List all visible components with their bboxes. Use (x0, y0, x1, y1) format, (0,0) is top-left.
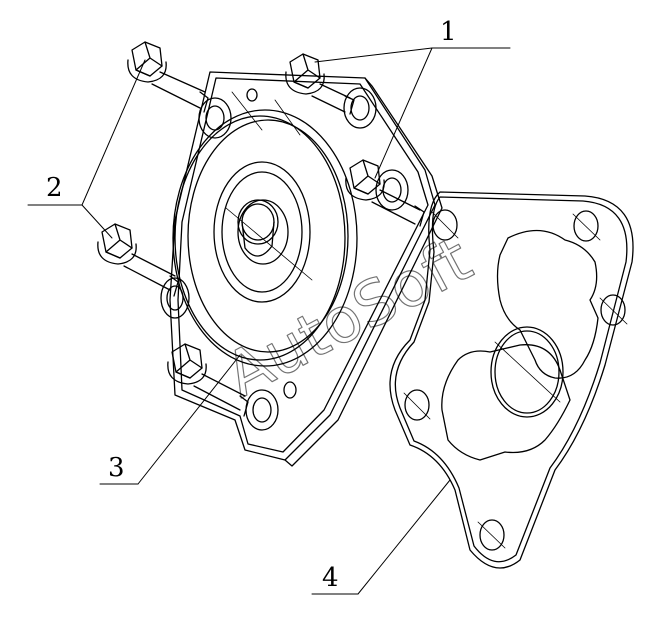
callout-4: 4 (322, 563, 339, 593)
bolt-left-middle (97, 223, 179, 297)
callout-1: 1 (440, 17, 457, 47)
callout-2: 2 (46, 173, 63, 203)
bolt-bottom-left (167, 343, 249, 417)
bolt-right (345, 159, 425, 227)
callout-3: 3 (108, 453, 125, 483)
watermark-text: AutoSoft (214, 222, 483, 411)
pump-body (160, 71, 443, 467)
gasket (389, 191, 634, 569)
leader-lines (27, 47, 511, 595)
bolt-top-left (127, 41, 209, 113)
bolt-top-right (285, 53, 355, 115)
